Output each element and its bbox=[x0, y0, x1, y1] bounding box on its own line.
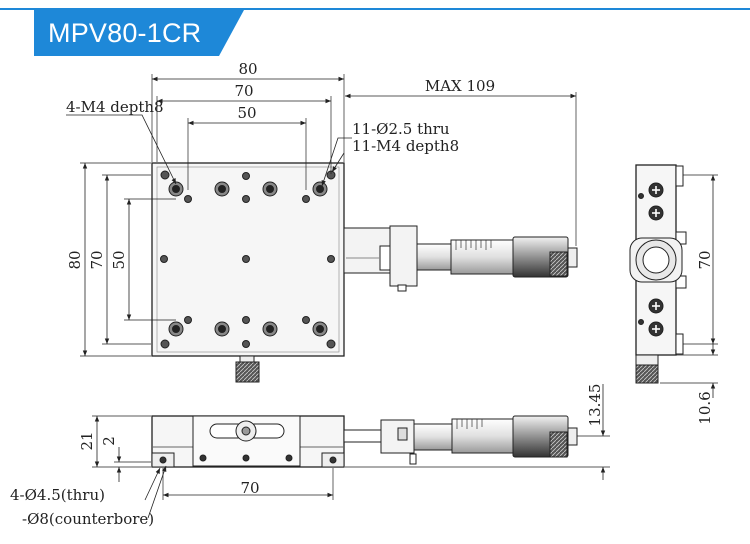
dim-height-50: 50 bbox=[110, 250, 128, 269]
micrometer-top bbox=[343, 225, 578, 292]
mounting-holes bbox=[160, 170, 336, 349]
lock-knob bbox=[235, 361, 260, 383]
front-dim-13-45: 13.45 bbox=[586, 384, 604, 427]
dim-width-50: 50 bbox=[237, 104, 256, 122]
dim-height-70: 70 bbox=[88, 250, 106, 269]
dim-max-travel: MAX 109 bbox=[425, 77, 495, 95]
base-plate-outline bbox=[156, 166, 340, 353]
side-dim-70: 70 bbox=[696, 250, 714, 269]
dim-width-70: 70 bbox=[234, 82, 253, 100]
front-dim-70: 70 bbox=[240, 479, 259, 497]
note-4-m4-depth8: 4-M4 depth8 bbox=[66, 98, 164, 116]
front-view bbox=[92, 384, 610, 519]
title-banner: MPV80-1CR bbox=[34, 10, 244, 56]
side-dim-10-6: 10.6 bbox=[696, 391, 714, 424]
header-rule bbox=[0, 8, 750, 10]
front-dim-2: 2 bbox=[100, 436, 118, 446]
note-thru-holes: 4-Ø4.5(thru) bbox=[10, 486, 105, 504]
dim-width-80: 80 bbox=[238, 60, 257, 78]
model-title: MPV80-1CR bbox=[48, 18, 202, 48]
note-11-holes-thru: 11-Ø2.5 thru bbox=[352, 120, 450, 138]
top-view bbox=[66, 74, 578, 383]
dim-height-80: 80 bbox=[66, 250, 84, 269]
note-counterbore: -Ø8(counterbore) bbox=[22, 510, 154, 528]
side-view bbox=[629, 164, 718, 398]
front-dim-21: 21 bbox=[78, 431, 96, 450]
note-11-m4-depth8: 11-M4 depth8 bbox=[352, 137, 459, 155]
